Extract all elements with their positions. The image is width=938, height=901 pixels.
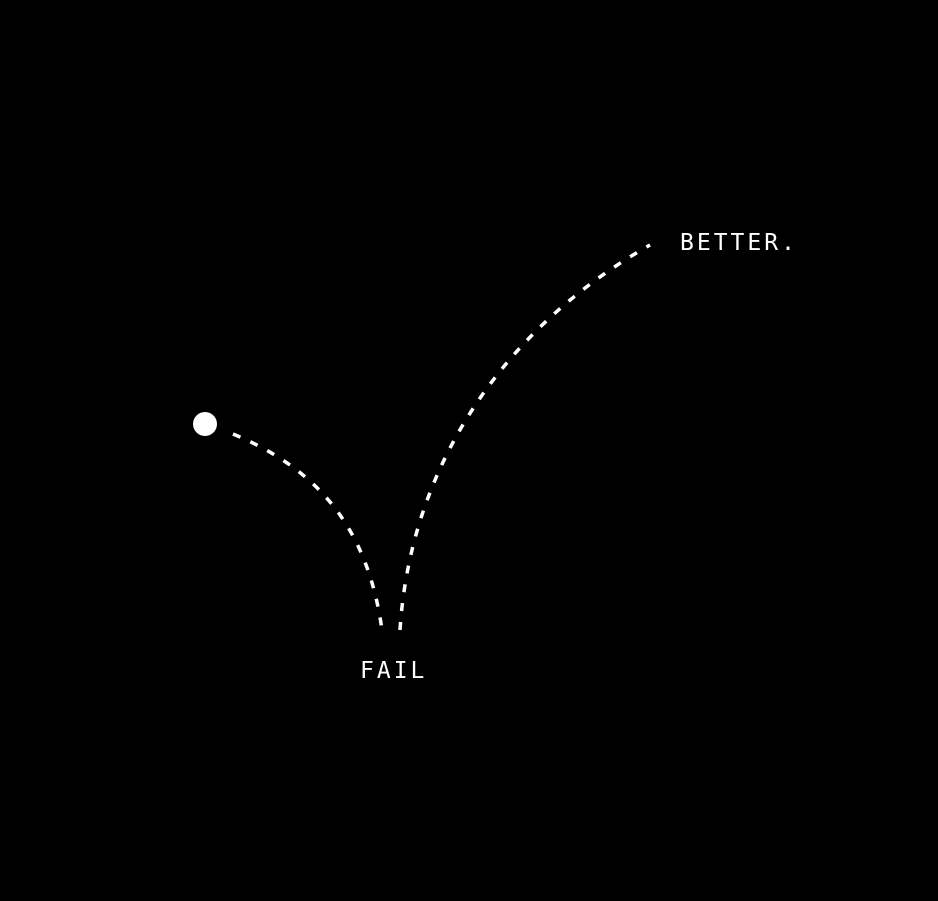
start-point	[193, 412, 217, 436]
better-label: BETTER.	[680, 230, 798, 256]
descent-path	[232, 432, 384, 631]
ascent-path	[398, 243, 651, 631]
fail-label: FAIL	[360, 658, 428, 684]
